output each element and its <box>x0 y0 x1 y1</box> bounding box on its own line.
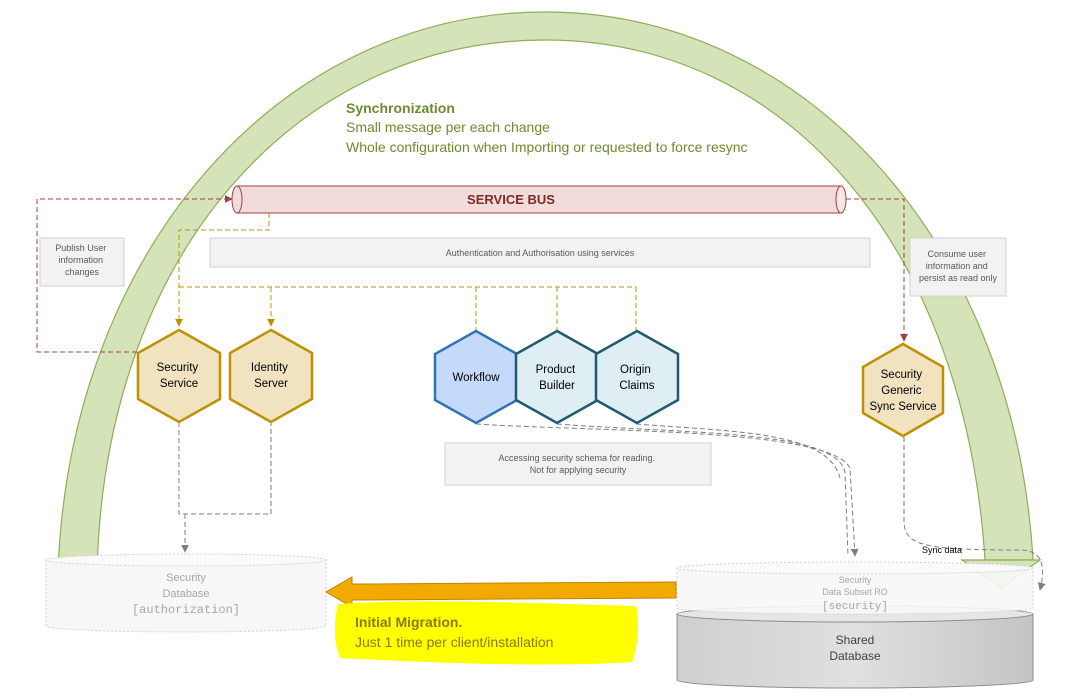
security-db-line-3: [authorization] <box>132 603 240 617</box>
auth-note-text: Authentication and Authorisation using s… <box>446 248 635 258</box>
origin-claims-hexagon: Origin Claims <box>594 329 680 425</box>
svg-text:Publish User information: Publish User information changes <box>55 243 109 277</box>
shared-database: Shared Database <box>676 605 1034 689</box>
product-builder-hexagon: Product Builder <box>514 329 600 425</box>
sync-service-label: Security <box>881 369 923 381</box>
auth-note: Authentication and Authorisation using s… <box>209 237 871 268</box>
subset-db-line-3: [security] <box>822 601 888 613</box>
consume-note-line: persist as read only <box>919 273 998 283</box>
security-db-line-1: Security <box>166 572 206 584</box>
publish-note-line: information <box>58 255 103 265</box>
auth-connectors <box>175 213 637 330</box>
service-bus: SERVICE BUS <box>231 185 847 214</box>
origin-claims-label: Origin <box>620 364 651 376</box>
security-service-hexagon: Security Service <box>136 328 222 424</box>
migration-note: Initial Migration. Just 1 time per clien… <box>334 601 639 665</box>
publish-note-line: changes <box>65 267 100 277</box>
svg-text:Accessing security schema for: Accessing security schema for reading. N… <box>498 453 657 475</box>
publish-note-line: Publish User <box>55 243 106 253</box>
security-subset-database: Security Data Subset RO [security] <box>676 561 1034 615</box>
sync-service-label: Sync Service <box>869 401 936 413</box>
svg-text:Product Builder: Product Builder <box>536 364 579 392</box>
workflow-hexagon: Workflow <box>433 329 519 425</box>
shared-db-line-2: Database <box>829 649 881 663</box>
workflow-label: Workflow <box>452 372 500 384</box>
security-db-line-2: Database <box>162 588 209 600</box>
accessing-note-line: Not for applying security <box>530 465 627 475</box>
svg-text:Security Generic S: Security Generic Sync Service <box>869 369 936 413</box>
shared-db-line-1: Shared <box>836 633 875 647</box>
origin-claims-label: Claims <box>619 380 654 392</box>
identity-server-label: Identity <box>251 362 288 374</box>
sync-description: Synchronization Small message per each c… <box>346 100 748 155</box>
sync-service-label: Generic <box>881 385 922 397</box>
consume-note-line: Consume user <box>927 249 986 259</box>
migration-arrow <box>324 576 677 608</box>
accessing-note: Accessing security schema for reading. N… <box>444 442 712 486</box>
subset-db-line-1: Security <box>839 575 872 585</box>
accessing-note-line: Accessing security schema for reading. <box>498 453 655 463</box>
sync-line-1: Small message per each change <box>346 119 550 135</box>
sync-title: Synchronization <box>346 100 455 116</box>
product-builder-label: Product <box>536 364 576 376</box>
identity-server-hexagon: Identity Server <box>228 328 314 424</box>
svg-text:Identity Server: Identity Server <box>251 362 291 390</box>
sync-arc <box>57 11 1042 589</box>
bus-connectors <box>36 195 908 353</box>
consume-note-line: information and <box>926 261 988 271</box>
identity-server-label: Server <box>254 378 288 390</box>
security-service-label: Service <box>160 378 198 390</box>
svg-text:Consume user information: Consume user information and persist as … <box>919 249 998 283</box>
svg-text:Origin Claims: Origin Claims <box>619 364 654 392</box>
service-bus-label: SERVICE BUS <box>467 192 555 207</box>
subset-db-line-2: Data Subset RO <box>822 587 888 597</box>
sync-line-2: Whole configuration when Importing or re… <box>346 139 748 155</box>
svg-text:Security Service: Security Service <box>157 362 202 390</box>
product-builder-label: Builder <box>539 380 575 392</box>
sync-data-label: Sync data <box>922 545 962 555</box>
consume-note: Consume user information and persist as … <box>909 237 1007 297</box>
sync-service-hexagon: Security Generic Sync Service <box>861 342 945 438</box>
db-connectors <box>178 422 1046 591</box>
migration-subtitle: Just 1 time per client/installation <box>355 634 553 650</box>
publish-note: Publish User information changes <box>39 237 125 287</box>
security-service-label: Security <box>157 362 199 374</box>
migration-title: Initial Migration. <box>355 614 462 630</box>
security-database: Security Database [authorization] <box>45 553 327 633</box>
